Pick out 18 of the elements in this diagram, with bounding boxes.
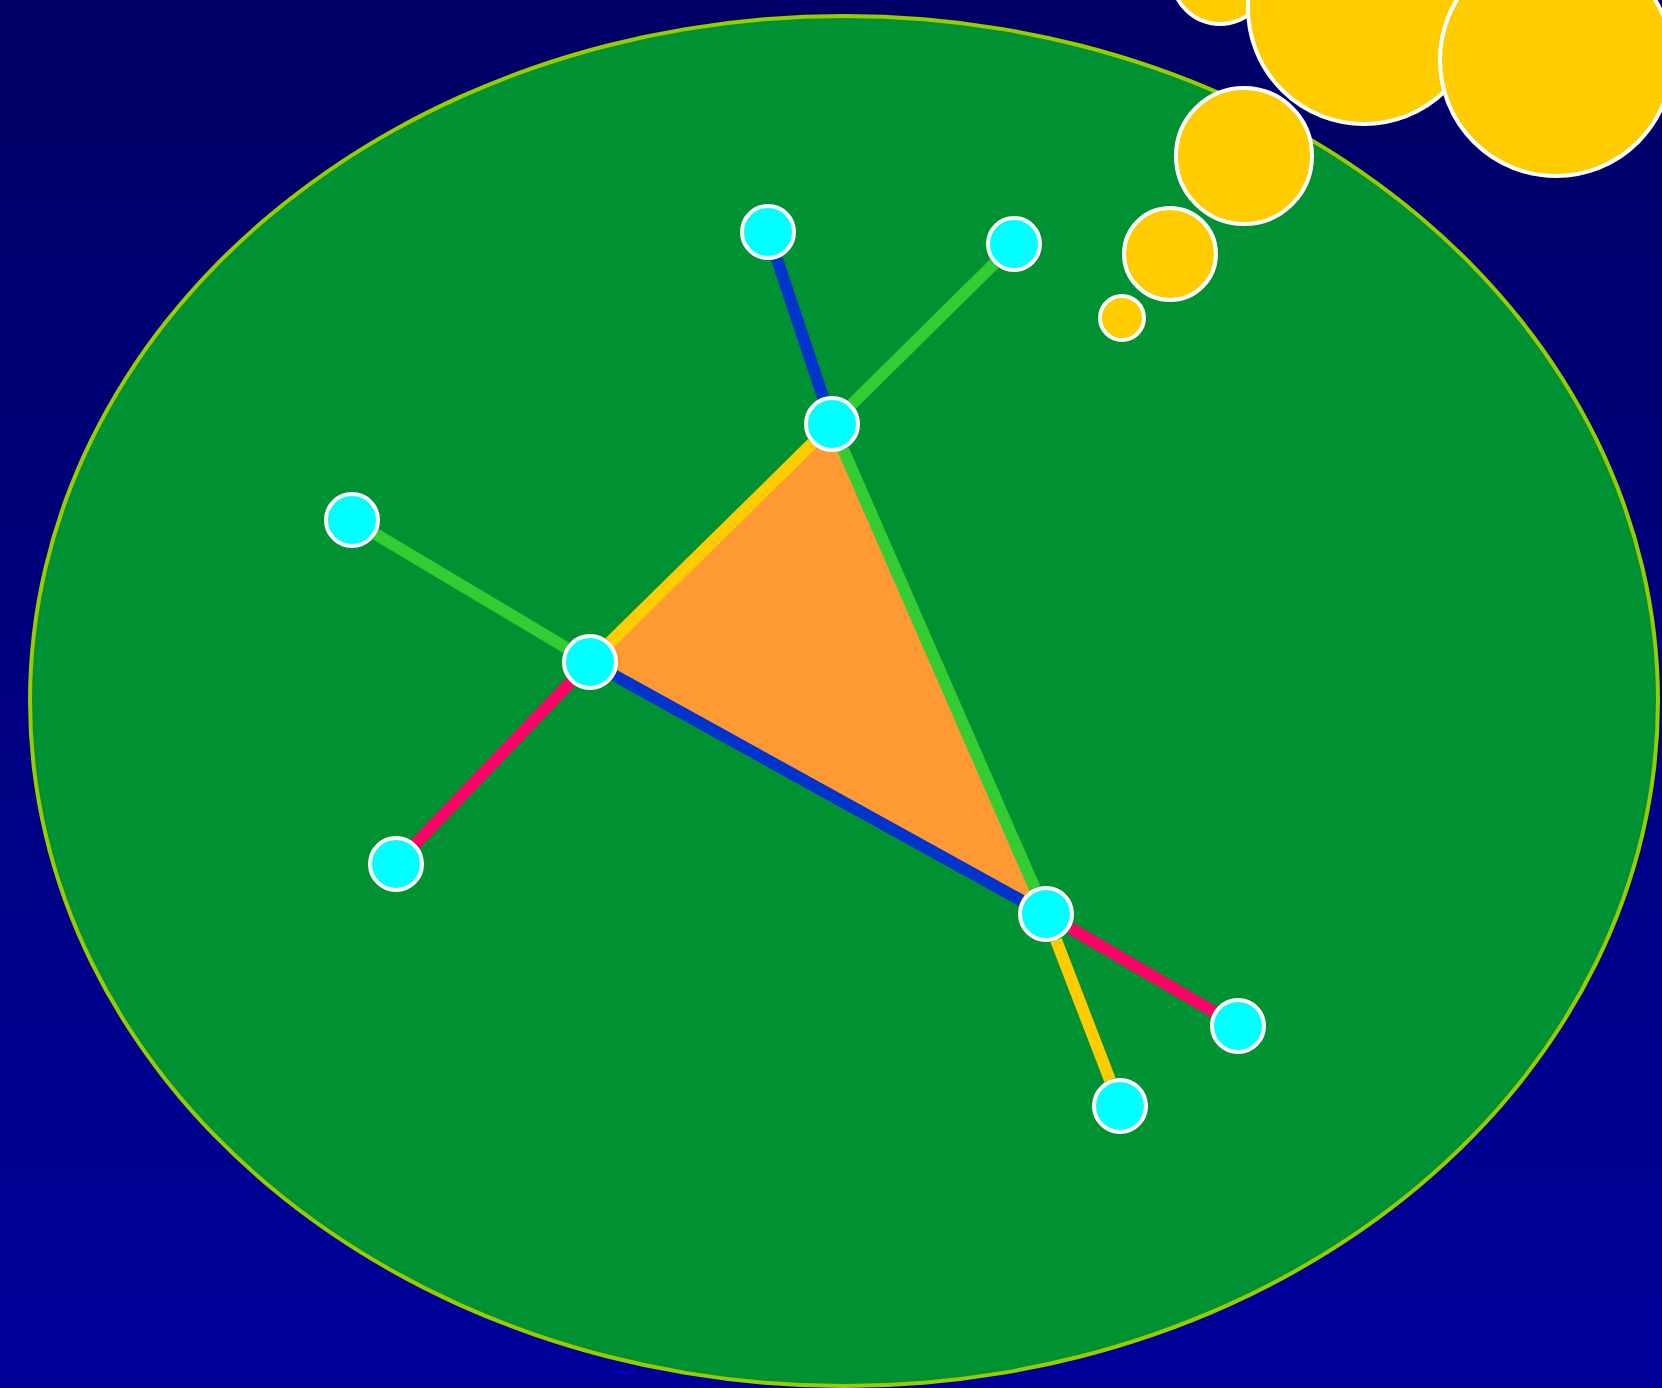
node-dot bbox=[324, 492, 380, 548]
node-dot bbox=[562, 634, 618, 690]
connector-line bbox=[605, 439, 817, 647]
connector-line bbox=[611, 670, 1025, 906]
node-dot bbox=[368, 836, 424, 892]
connector-line bbox=[847, 259, 999, 409]
node-dot bbox=[1210, 998, 1266, 1054]
node-dot bbox=[1018, 886, 1074, 942]
node-dot bbox=[740, 204, 796, 260]
node-dot bbox=[804, 396, 860, 452]
connector-line bbox=[837, 447, 1041, 891]
node-dot bbox=[986, 216, 1042, 272]
connector-line bbox=[411, 678, 575, 848]
node-dot bbox=[1092, 1078, 1148, 1134]
connector-line bbox=[1050, 937, 1116, 1083]
connector-line bbox=[771, 256, 829, 400]
connector-line bbox=[372, 529, 570, 653]
connector-line bbox=[1067, 922, 1217, 1018]
